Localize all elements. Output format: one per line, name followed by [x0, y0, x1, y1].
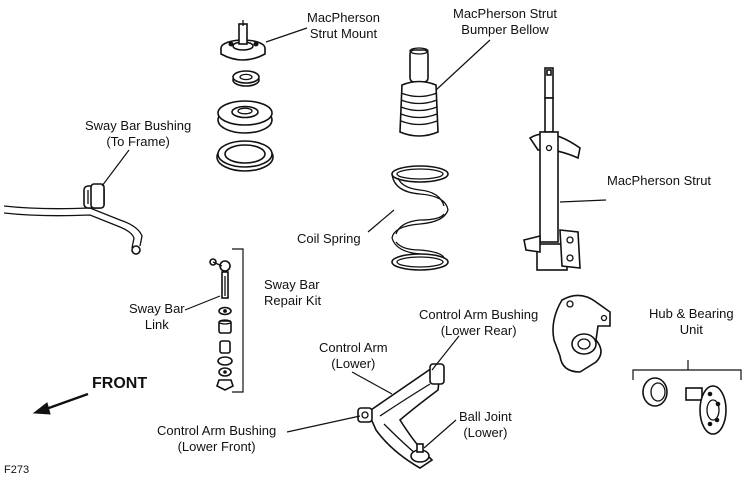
spring-insulator-part [216, 140, 274, 172]
label-ball-joint: Ball Joint(Lower) [459, 409, 512, 440]
label-control-arm-bushing-rear: Control Arm Bushing(Lower Rear) [419, 307, 539, 338]
sway-bar-part [3, 205, 143, 255]
bumper-bellow-part [399, 47, 439, 137]
strut-bearing-part [232, 70, 260, 87]
sway-bar-link-part [209, 258, 231, 299]
lower-control-arm-part [357, 363, 445, 469]
label-control-arm-bushing-front: Control Arm Bushing(Lower Front) [157, 423, 277, 454]
hub-bearing-part [642, 377, 727, 435]
strut-mount-part [220, 20, 266, 61]
label-macpherson-strut: MacPherson Strut [607, 173, 712, 188]
ball-joint-part [410, 443, 430, 463]
figure-id: F273 [4, 464, 30, 476]
hub-bearing-bracket [632, 360, 742, 380]
label-control-arm: Control Arm(Lower) [319, 340, 388, 371]
coil-spring-part [391, 165, 449, 271]
sway-bar-bushing-part [83, 183, 105, 209]
repair-kit-bracket [232, 248, 244, 393]
sway-bar-repair-kit-part [216, 306, 234, 391]
leader-lines [101, 27, 607, 449]
label-coil-spring: Coil Spring [297, 231, 361, 246]
steering-knuckle-part [552, 294, 611, 373]
macpherson-strut-part [523, 67, 581, 271]
front-direction-label: FRONT [92, 375, 148, 392]
label-sway-bar-bushing: Sway Bar Bushing(To Frame) [85, 118, 192, 149]
spring-seat-part [217, 100, 273, 134]
arrow-down-left-icon [32, 392, 89, 415]
